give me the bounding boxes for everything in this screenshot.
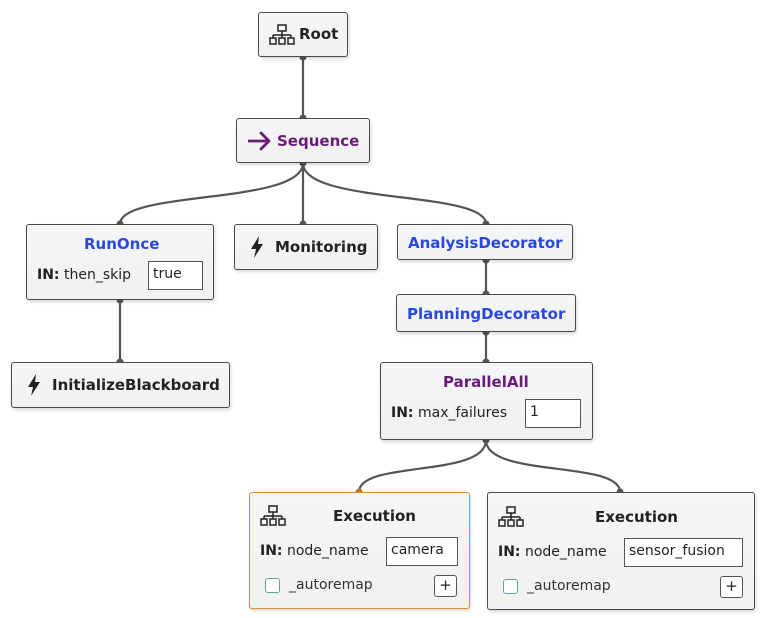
node-title: Execution bbox=[595, 508, 678, 526]
port-kind: IN: bbox=[391, 405, 414, 421]
node-root[interactable]: Root bbox=[258, 12, 348, 57]
node-sequence[interactable]: Sequence bbox=[236, 118, 370, 163]
node-title: InitializeBlackboard bbox=[52, 376, 220, 394]
subtree-icon bbox=[269, 24, 295, 45]
node-run-once[interactable]: RunOnce IN: then_skip true bbox=[26, 224, 214, 300]
subtree-icon bbox=[498, 506, 524, 527]
node-title: AnalysisDecorator bbox=[408, 234, 563, 252]
edge-sequence-analysis bbox=[301, 162, 488, 225]
lightning-icon bbox=[251, 236, 263, 258]
node-execution-sensor-fusion[interactable]: Execution IN: node_name sensor_fusion _a… bbox=[487, 492, 755, 610]
node-monitoring[interactable]: Monitoring bbox=[234, 224, 378, 270]
autoremap-label: _autoremap bbox=[527, 578, 611, 594]
port-row: IN: node_name bbox=[260, 543, 369, 559]
port-row: IN: max_failures bbox=[391, 405, 507, 421]
lightning-icon bbox=[28, 374, 40, 396]
autoremap-checkbox[interactable] bbox=[265, 578, 280, 593]
autoremap-checkbox[interactable] bbox=[503, 579, 518, 594]
add-port-button[interactable]: + bbox=[434, 575, 457, 597]
node-name-input[interactable]: sensor_fusion bbox=[624, 538, 743, 567]
node-title: Sequence bbox=[277, 132, 360, 150]
edge-parallel-exec2 bbox=[484, 439, 622, 493]
node-title: Execution bbox=[333, 507, 416, 525]
port-name: node_name bbox=[286, 543, 369, 559]
node-title: RunOnce bbox=[84, 235, 160, 253]
port-kind: IN: bbox=[260, 543, 283, 559]
port-kind: IN: bbox=[498, 544, 521, 560]
edge-parallel-exec1 bbox=[357, 439, 488, 493]
port-kind: IN: bbox=[37, 267, 60, 283]
port-row: IN: node_name bbox=[498, 544, 607, 560]
port-name: then_skip bbox=[63, 267, 132, 283]
then-skip-input[interactable]: true bbox=[148, 261, 203, 290]
port-name: node_name bbox=[524, 544, 607, 560]
node-title: ParallelAll bbox=[443, 373, 529, 391]
node-title: Monitoring bbox=[275, 238, 368, 256]
node-parallel-all[interactable]: ParallelAll IN: max_failures 1 bbox=[380, 362, 593, 440]
port-row: IN: then_skip bbox=[37, 267, 131, 283]
add-port-button[interactable]: + bbox=[720, 576, 743, 598]
arrow-right-icon bbox=[248, 131, 271, 151]
node-planning-decorator[interactable]: PlanningDecorator bbox=[396, 294, 576, 332]
subtree-icon bbox=[260, 505, 286, 526]
node-analysis-decorator[interactable]: AnalysisDecorator bbox=[397, 224, 573, 260]
node-name-input[interactable]: camera bbox=[386, 537, 458, 566]
node-title: PlanningDecorator bbox=[407, 305, 566, 323]
edge-sequence-runonce bbox=[118, 162, 305, 225]
max-failures-input[interactable]: 1 bbox=[525, 399, 581, 428]
autoremap-label: _autoremap bbox=[289, 577, 373, 593]
node-initialize-blackboard[interactable]: InitializeBlackboard bbox=[11, 362, 230, 408]
node-title: Root bbox=[299, 25, 339, 43]
port-name: max_failures bbox=[417, 405, 508, 421]
node-execution-camera[interactable]: Execution IN: node_name camera _autorema… bbox=[249, 492, 470, 609]
